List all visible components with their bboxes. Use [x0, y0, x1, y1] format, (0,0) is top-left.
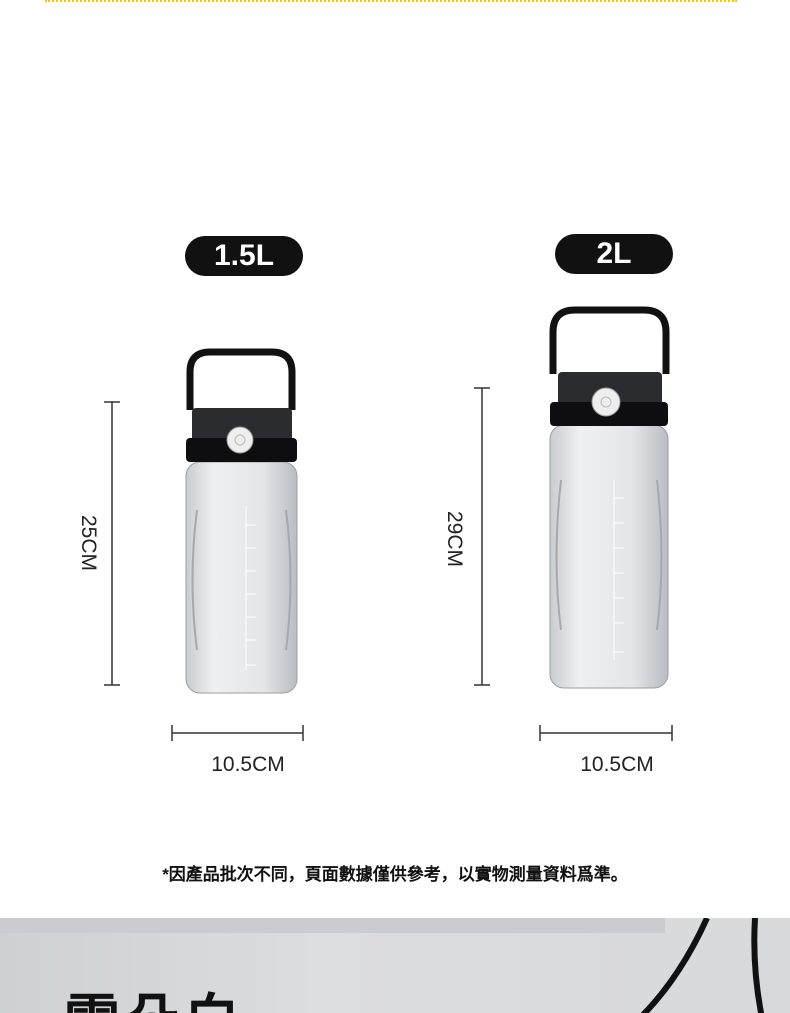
height-dimension-line-1 — [104, 401, 120, 686]
width-dimension-line-2 — [539, 725, 673, 741]
top-dotted-divider — [45, 0, 737, 2]
height-dimension-line-2 — [474, 387, 490, 686]
width-dimension-line-1 — [171, 725, 304, 741]
height-label-2l: 29CM — [443, 510, 466, 568]
section-title: 雲朵白 — [64, 976, 244, 1013]
next-section-banner: 雲朵白 — [0, 918, 790, 1013]
width-label-1-5l: 10.5CM — [211, 753, 285, 776]
bottle-2l — [549, 306, 670, 689]
capacity-badge-2l: 2L — [555, 234, 673, 274]
bottle-1-5l — [185, 348, 298, 694]
capacity-badge-1-5l: 1.5L — [185, 236, 303, 276]
disclaimer-caption: *因產品批次不同，頁面數據僅供參考，以實物測量資料爲準。 — [162, 865, 628, 884]
width-label-2l: 10.5CM — [580, 753, 654, 776]
height-label-1-5l: 25CM — [77, 514, 100, 572]
cord-decoration — [640, 918, 765, 1013]
banner-strip — [0, 918, 665, 933]
